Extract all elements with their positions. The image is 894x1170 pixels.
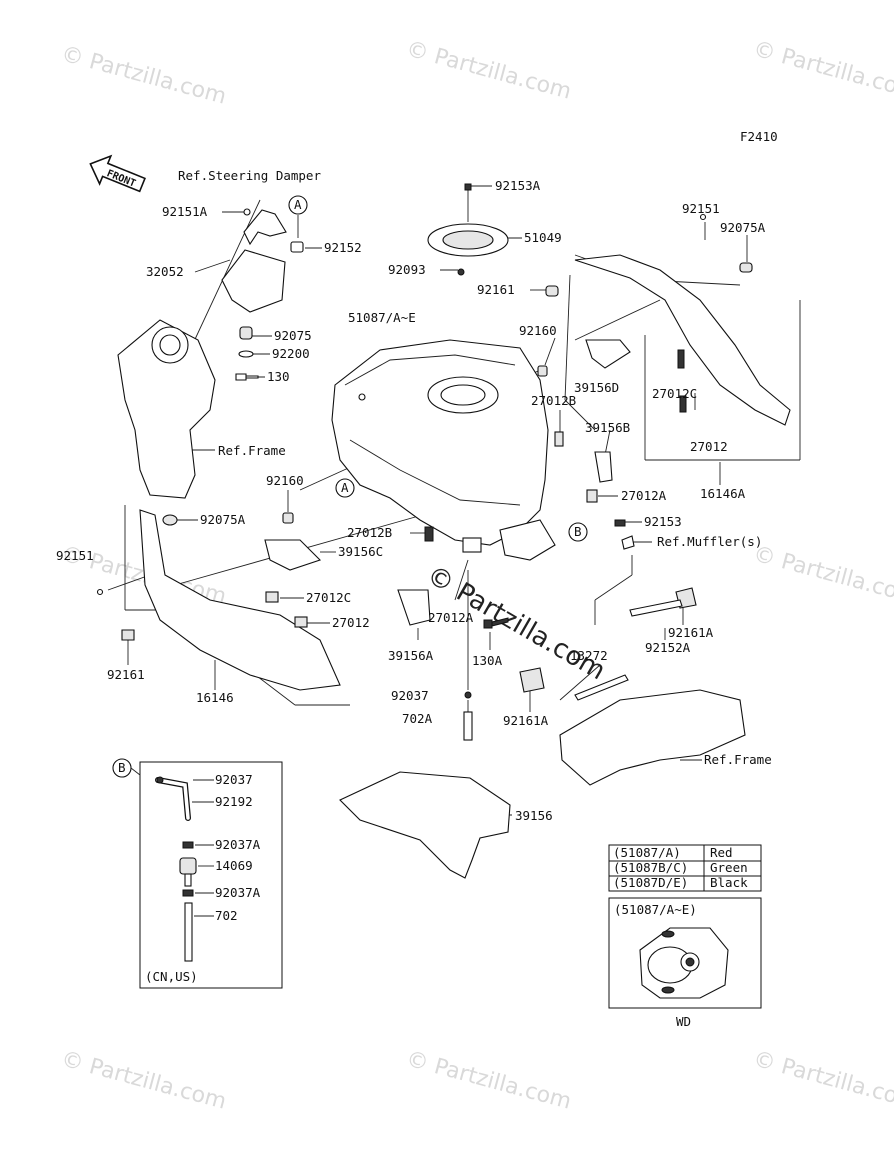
label-27012c-right: 27012C xyxy=(652,386,697,401)
right-side-cover-16146a xyxy=(574,254,791,426)
watermark-2: © Partzilla.com xyxy=(403,37,573,105)
watermark-3: © Partzilla.com xyxy=(750,37,894,105)
callout-b-box: B xyxy=(118,760,126,775)
color-table-color-2: Green xyxy=(710,860,748,875)
color-table-color-3: Black xyxy=(710,875,748,890)
fuel-tank-51087 xyxy=(331,339,549,546)
callout-b-tank: B xyxy=(574,524,582,539)
label-39156c: 39156C xyxy=(338,544,383,559)
pad-39156d xyxy=(585,339,631,369)
color-table-code-2: (51087B/C) xyxy=(613,860,688,875)
color-table-code-1: (51087/A) xyxy=(613,845,681,860)
label-92160-mid: 92160 xyxy=(519,323,557,338)
label-27012b-left: 27012B xyxy=(347,525,392,540)
label-92161-top: 92161 xyxy=(477,282,515,297)
label-ref-frame-left: Ref.Frame xyxy=(218,443,286,458)
left-frame-section xyxy=(117,319,216,499)
label-92161a-mid: 92161A xyxy=(503,713,549,728)
hose-label-702: 702 xyxy=(215,908,238,923)
seat-pad-39156 xyxy=(339,771,511,879)
label-39156a: 39156A xyxy=(388,648,434,663)
label-92160-left: 92160 xyxy=(266,473,304,488)
steering-damper-bracket xyxy=(243,209,287,246)
label-39156: 39156 xyxy=(515,808,553,823)
hose-label-92037a-1: 92037A xyxy=(215,837,261,852)
label-39156b: 39156B xyxy=(585,420,630,435)
front-arrow-icon: FRONT xyxy=(89,154,146,193)
label-16146: 16146 xyxy=(196,690,234,705)
watermark-1: © Partzilla.com xyxy=(58,42,228,110)
strip-13272 xyxy=(574,674,629,701)
detail-box-title: (51087/A~E) xyxy=(614,902,697,917)
label-ref-frame-right: Ref.Frame xyxy=(704,752,772,767)
label-92075a-right: 92075A xyxy=(720,220,766,235)
label-39156d: 39156D xyxy=(574,380,619,395)
label-92152: 92152 xyxy=(324,240,362,255)
label-92153: 92153 xyxy=(644,514,682,529)
label-ref-muffler: Ref.Muffler(s) xyxy=(657,534,762,549)
label-ref-steering-damper: Ref.Steering Damper xyxy=(178,168,321,183)
label-32052: 32052 xyxy=(146,264,184,279)
label-92161-left: 92161 xyxy=(107,667,145,682)
label-27012b-right: 27012B xyxy=(531,393,576,408)
figure-code: F2410 xyxy=(740,129,778,144)
part-labels: Ref.Steering Damper 92151A 92152 32052 9… xyxy=(56,168,772,823)
label-27012a-right: 27012A xyxy=(621,488,667,503)
detail-box-caption: WD xyxy=(676,1014,691,1029)
watermarks: © Partzilla.com © Partzilla.com © Partzi… xyxy=(58,37,894,1115)
label-51087: 51087/A~E xyxy=(348,310,416,325)
label-51049: 51049 xyxy=(524,230,562,245)
label-16146a: 16146A xyxy=(700,486,746,501)
hose-label-92037: 92037 xyxy=(215,772,253,787)
color-table-code-3: (51087D/E) xyxy=(613,875,688,890)
rear-frame-section xyxy=(559,689,746,786)
label-92200: 92200 xyxy=(272,346,310,361)
label-92075: 92075 xyxy=(274,328,312,343)
label-27012c-left: 27012C xyxy=(306,590,351,605)
color-table: (51087/A) Red (51087B/C) Green (51087D/E… xyxy=(608,844,762,892)
callout-a-top: A xyxy=(294,197,302,212)
label-27012-right: 27012 xyxy=(690,439,728,454)
hose-label-14069: 14069 xyxy=(215,858,253,873)
watermark-7: © Partzilla.com xyxy=(403,1047,573,1115)
pad-39156b xyxy=(594,451,613,483)
label-92075a-left: 92075A xyxy=(200,512,246,527)
watermark-8: © Partzilla.com xyxy=(750,1047,894,1115)
hose-label-92192: 92192 xyxy=(215,794,253,809)
label-92152a: 92152A xyxy=(645,640,691,655)
label-130: 130 xyxy=(267,369,290,384)
left-side-cover-16146 xyxy=(139,509,341,691)
label-130a: 130A xyxy=(472,653,503,668)
callout-a-bottom: A xyxy=(341,480,349,495)
label-92161a-right: 92161A xyxy=(668,625,714,640)
watermark-5: © Partzilla.com xyxy=(750,542,894,610)
label-92153a: 92153A xyxy=(495,178,541,193)
bracket-32052 xyxy=(221,249,286,313)
label-702a: 702A xyxy=(402,711,433,726)
label-13272: 13272 xyxy=(570,648,608,663)
label-27012a-mid: 27012A xyxy=(428,610,474,625)
hose-label-92037a-2: 92037A xyxy=(215,885,261,900)
label-92037: 92037 xyxy=(391,688,429,703)
label-27012-left: 27012 xyxy=(332,615,370,630)
color-table-color-1: Red xyxy=(710,845,733,860)
hose-region-note: (CN,US) xyxy=(145,969,198,984)
label-92093: 92093 xyxy=(388,262,426,277)
label-92151-right: 92151 xyxy=(682,201,720,216)
watermark-6: © Partzilla.com xyxy=(58,1047,228,1115)
pad-39156a xyxy=(397,589,431,626)
label-92151a: 92151A xyxy=(162,204,208,219)
tank-detail-box: (51087/A~E) WD xyxy=(608,897,762,1029)
label-92151-left: 92151 xyxy=(56,548,94,563)
part-shapes: A A xyxy=(96,183,791,879)
hose-detail-box: B 92037 92192 92037A 14069 92037A 702 (C… xyxy=(112,758,283,989)
pad-39156c xyxy=(264,539,322,571)
